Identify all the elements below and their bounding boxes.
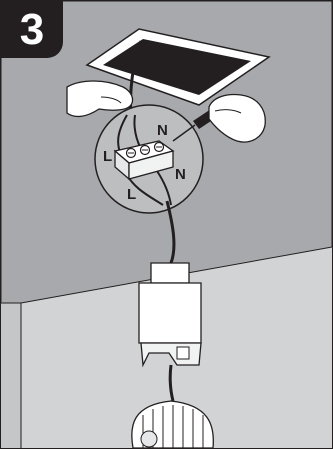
driver-cable bbox=[165, 200, 176, 264]
wire-n-out bbox=[156, 170, 172, 206]
light-fitting bbox=[131, 400, 214, 448]
led-driver bbox=[138, 262, 202, 368]
wall-corner bbox=[1, 301, 21, 448]
right-hand bbox=[208, 93, 266, 143]
step-number-badge: 3 bbox=[1, 1, 63, 58]
terminal-block bbox=[113, 140, 175, 181]
label-n-upper: N bbox=[157, 122, 168, 139]
right-hand-finger-line bbox=[214, 109, 242, 114]
label-l-upper: L bbox=[103, 148, 112, 165]
left-hand bbox=[66, 80, 134, 118]
label-l-lower: L bbox=[127, 186, 136, 203]
left-hand-finger-line bbox=[100, 96, 122, 104]
label-n-lower: N bbox=[175, 166, 186, 183]
ceiling-cutout-hole bbox=[103, 39, 251, 95]
fitting-cable bbox=[168, 364, 175, 402]
